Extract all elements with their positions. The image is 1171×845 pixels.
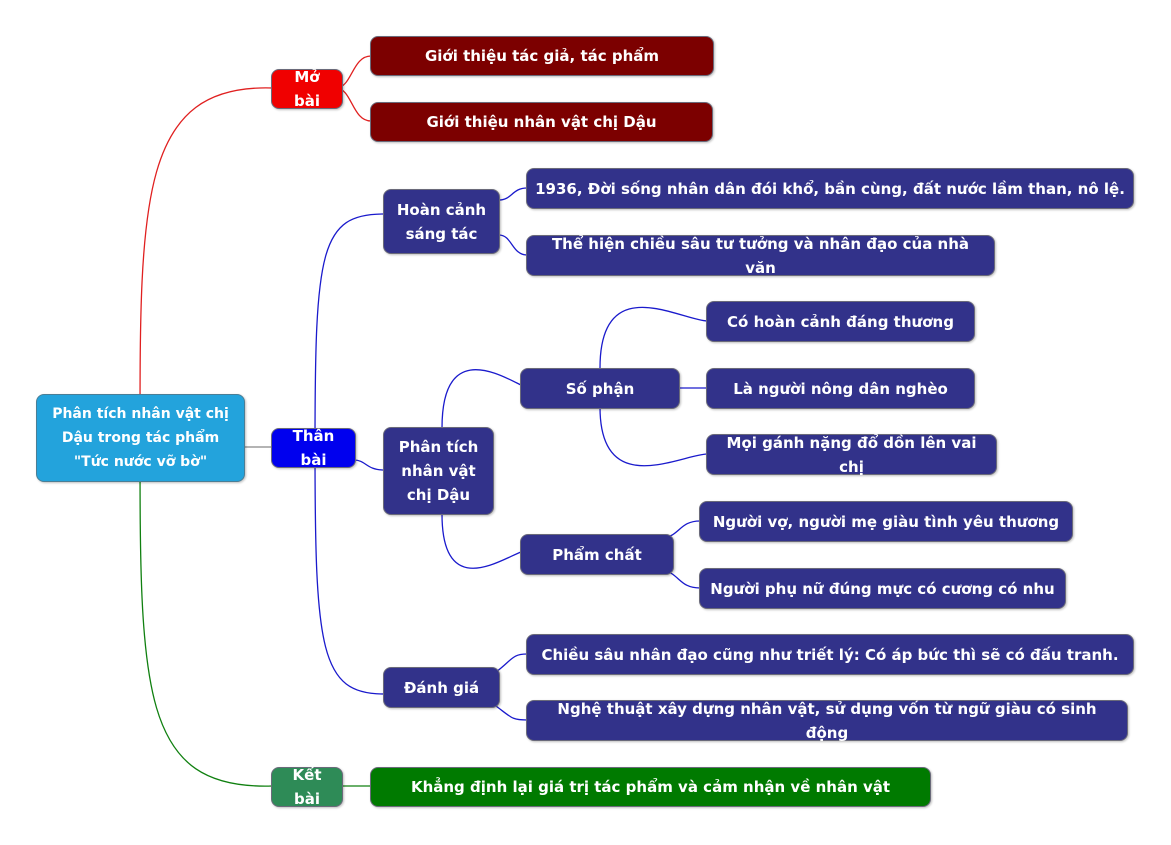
so-phan-item-2[interactable]: Là người nông dân nghèo	[706, 368, 975, 409]
pham-chat-item-1[interactable]: Người vợ, người mẹ giàu tình yêu thương	[699, 501, 1073, 542]
so-phan-item-1[interactable]: Có hoàn cảnh đáng thương	[706, 301, 975, 342]
so-phan-item-3[interactable]: Mọi gánh nặng đổ dồn lên vai chị	[706, 434, 997, 476]
danh-gia-item-1-text: Chiều sâu nhân đạo cũng như triết lý: Có…	[541, 645, 1119, 664]
branch-mo-bai-label: Mở bài	[293, 68, 320, 110]
pham-chat-label: Phẩm chất	[552, 545, 642, 564]
branch-ket-bai[interactable]: Kết bài	[271, 766, 343, 808]
link-phan-tich-so-phan	[441, 369, 522, 429]
link-than-bai-danh-gia	[314, 446, 385, 695]
branch-than-bai[interactable]: Thân bài	[271, 427, 356, 469]
pham-chat-item-1-text: Người vợ, người mẹ giàu tình yêu thương	[712, 512, 1060, 531]
mo-bai-item-1[interactable]: Giới thiệu tác giả, tác phẩm	[370, 36, 714, 76]
danh-gia-item-1[interactable]: Chiều sâu nhân đạo cũng như triết lý: Có…	[526, 634, 1134, 675]
mo-bai-item-2[interactable]: Giới thiệu nhân vật chị Dậu	[370, 102, 713, 142]
so-phan-item-3-text: Mọi gánh nặng đổ dồn lên vai chị	[726, 433, 977, 476]
danh-gia[interactable]: Đánh giá	[383, 667, 500, 708]
phan-tich-nhan-vat[interactable]: Phân tích nhân vật chị Dậu	[383, 427, 494, 515]
so-phan-label: Số phận	[565, 379, 635, 398]
link-so-phan-1	[599, 306, 708, 369]
link-hoan-canh-1	[498, 187, 528, 201]
branch-mo-bai[interactable]: Mở bài	[271, 68, 343, 110]
mo-bai-item-1-text: Giới thiệu tác giả, tác phẩm	[424, 47, 660, 65]
hoan-canh-item-2-text: Thể hiện chiều sâu tư tưởng và nhân đạo …	[551, 234, 970, 277]
root-topic-text: Phân tích nhân vật chị Dậu trong tác phẩ…	[52, 406, 229, 470]
link-than-bai-phan-tich	[353, 459, 385, 471]
phan-tich-nhan-vat-label: Phân tích nhân vật chị Dậu	[398, 438, 479, 504]
hoan-canh-sang-tac[interactable]: Hoàn cảnh sáng tác	[383, 189, 500, 254]
so-phan-item-2-text: Là người nông dân nghèo	[733, 379, 948, 398]
link-so-phan-3	[599, 406, 708, 467]
link-phan-tich-pham-chat	[441, 513, 522, 569]
ket-bai-item-1-text: Khẳng định lại giá trị tác phẩm và cảm n…	[410, 778, 891, 796]
pham-chat[interactable]: Phẩm chất	[520, 534, 674, 575]
pham-chat-item-2-text: Người phụ nữ đúng mực có cương có nhu	[710, 579, 1055, 598]
link-danh-gia-1	[495, 653, 528, 673]
hoan-canh-item-1-text: 1936, Đời sống nhân dân đói khổ, bần cùn…	[535, 179, 1125, 198]
so-phan-item-1-text: Có hoàn cảnh đáng thương	[727, 312, 954, 331]
mo-bai-item-2-text: Giới thiệu nhân vật chị Dậu	[426, 113, 657, 131]
danh-gia-item-2[interactable]: Nghệ thuật xây dựng nhân vật, sử dụng vố…	[526, 700, 1128, 742]
hoan-canh-sang-tac-label: Hoàn cảnh sáng tác	[396, 200, 487, 243]
link-danh-gia-2	[495, 705, 528, 721]
link-root-mo-bai	[139, 87, 273, 437]
link-hoan-canh-2	[498, 234, 528, 256]
danh-gia-item-2-text: Nghệ thuật xây dựng nhân vật, sử dụng vố…	[557, 699, 1097, 742]
danh-gia-label: Đánh giá	[403, 678, 480, 697]
link-than-bai-hoan-canh	[314, 213, 385, 448]
hoan-canh-item-2[interactable]: Thể hiện chiều sâu tư tưởng và nhân đạo …	[526, 235, 995, 277]
link-root-ket-bai	[139, 435, 273, 787]
so-phan[interactable]: Số phận	[520, 368, 680, 409]
pham-chat-item-2[interactable]: Người phụ nữ đúng mực có cương có nhu	[699, 568, 1066, 609]
root-topic[interactable]: Phân tích nhân vật chị Dậu trong tác phẩ…	[36, 394, 245, 482]
branch-than-bai-label: Thân bài	[292, 427, 335, 469]
hoan-canh-item-1[interactable]: 1936, Đời sống nhân dân đói khổ, bần cùn…	[526, 168, 1134, 209]
ket-bai-item-1[interactable]: Khẳng định lại giá trị tác phẩm và cảm n…	[370, 767, 931, 807]
branch-ket-bai-label: Kết bài	[292, 766, 322, 808]
